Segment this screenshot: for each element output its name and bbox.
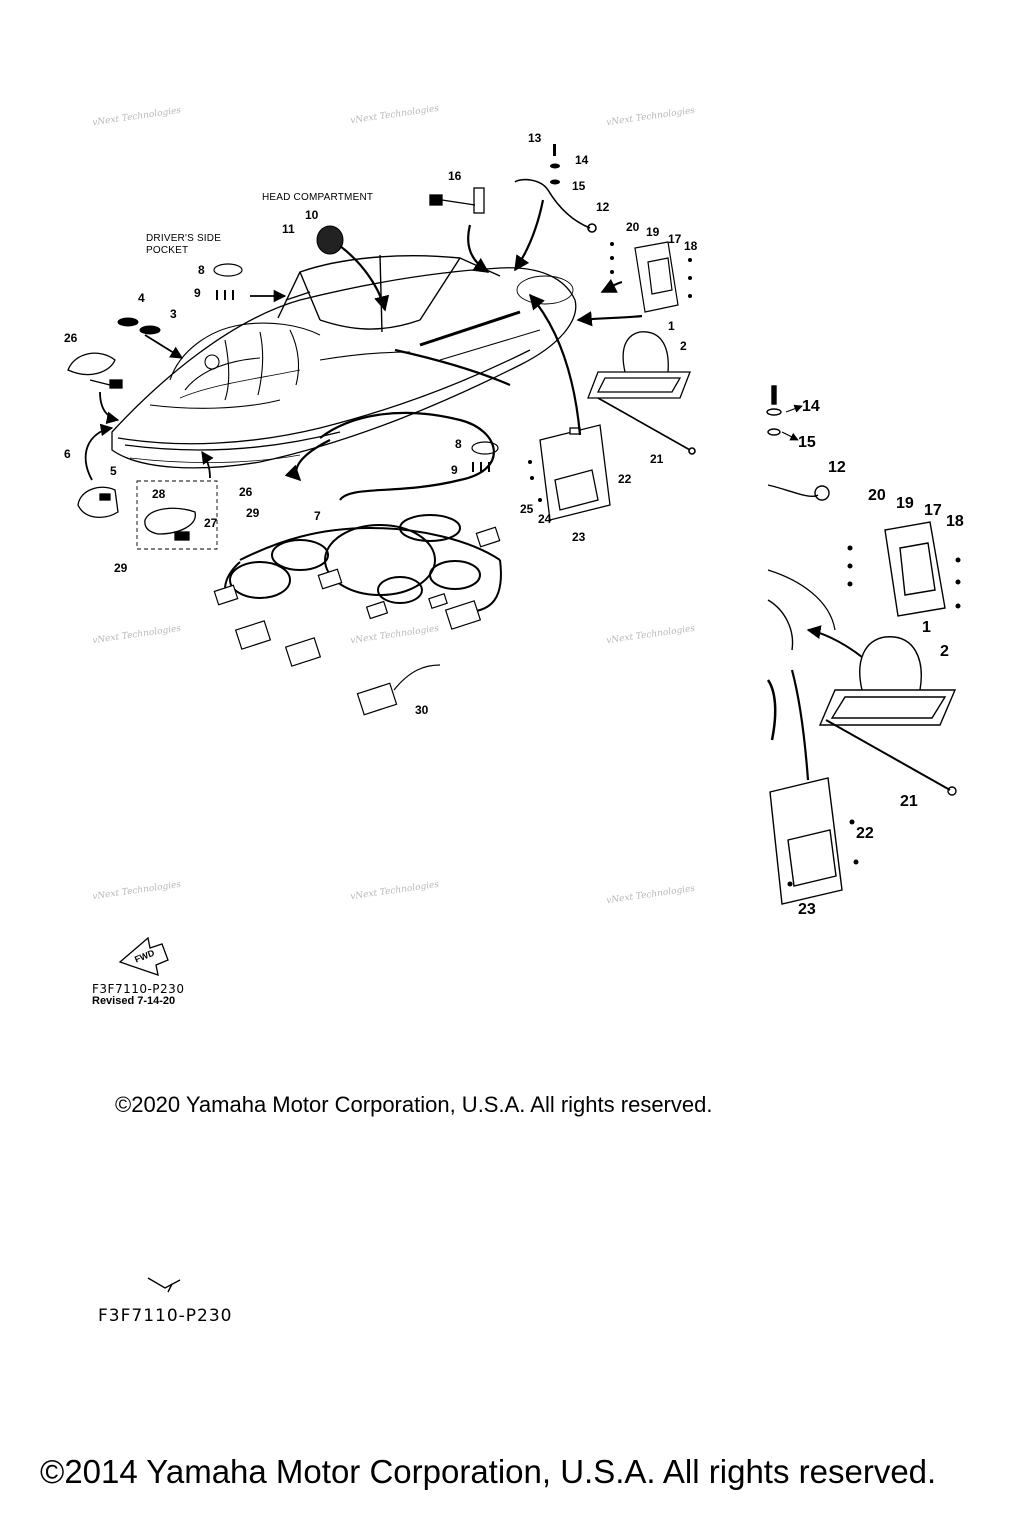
callout: 1 bbox=[922, 619, 931, 636]
callout: 20 bbox=[868, 487, 886, 504]
boat-hull bbox=[111, 267, 577, 469]
callout: 21 bbox=[900, 793, 918, 810]
light-26 bbox=[67, 352, 123, 389]
callout: 22 bbox=[856, 825, 874, 842]
drivers-side-pocket-label-line2: POCKET bbox=[146, 245, 189, 256]
battery-cable-main bbox=[597, 397, 696, 455]
callout: 16 bbox=[448, 169, 462, 183]
callout: 9 bbox=[451, 463, 458, 477]
callout: 14 bbox=[802, 398, 820, 415]
callout: 13 bbox=[528, 131, 542, 145]
fwd-arrow-icon: FWD bbox=[118, 936, 169, 976]
callout: 26 bbox=[239, 485, 253, 499]
callout: 12 bbox=[596, 200, 610, 214]
callout: 28 bbox=[152, 487, 166, 501]
callout: 18 bbox=[946, 513, 964, 530]
callout: 9 bbox=[194, 286, 201, 300]
light-8 bbox=[213, 263, 499, 455]
callout: 2 bbox=[680, 339, 687, 353]
callout: 22 bbox=[618, 472, 632, 486]
callouts-detail: 1 2 12 14 15 17 18 19 20 21 22 23 bbox=[798, 398, 964, 918]
callout: 5 bbox=[110, 464, 117, 478]
callout: 26 bbox=[64, 331, 78, 345]
callout: 17 bbox=[924, 502, 942, 519]
callout: 2 bbox=[940, 643, 949, 660]
callout: 11 bbox=[282, 222, 295, 236]
callout: 7 bbox=[314, 509, 321, 523]
callout: 29 bbox=[114, 561, 128, 575]
windshield bbox=[277, 254, 501, 333]
copyright-2020: ©2020 Yamaha Motor Corporation, U.S.A. A… bbox=[115, 1092, 713, 1117]
drawing-code: F3F7110-P230 bbox=[92, 982, 185, 996]
callout: 21 bbox=[650, 452, 664, 466]
callout: 15 bbox=[572, 179, 586, 193]
callout: 24 bbox=[538, 512, 552, 526]
head-compartment-label: HEAD COMPARTMENT bbox=[262, 192, 374, 203]
copyright-2014: ©2014 Yamaha Motor Corporation, U.S.A. A… bbox=[40, 1453, 937, 1490]
fwd-arrow-remnant-icon bbox=[147, 1277, 181, 1293]
wire-harness bbox=[224, 514, 502, 613]
callout: 8 bbox=[455, 437, 462, 451]
drawing-code-2: F3F7110-P230 bbox=[98, 1306, 233, 1326]
harness-connectors bbox=[213, 526, 501, 667]
boat-cockpit bbox=[149, 322, 411, 409]
callout: 25 bbox=[520, 502, 534, 516]
fasteners bbox=[216, 144, 961, 887]
callout: 27 bbox=[204, 516, 218, 530]
callout: 23 bbox=[572, 530, 586, 544]
vents-3 bbox=[117, 317, 161, 335]
connector-30 bbox=[356, 664, 441, 716]
callout: 17 bbox=[668, 232, 682, 246]
callout: 30 bbox=[415, 703, 429, 717]
detail-view bbox=[766, 385, 957, 905]
battery-tray-main bbox=[587, 331, 691, 399]
speaker-10 bbox=[316, 225, 344, 255]
callout: 29 bbox=[246, 506, 260, 520]
callout: 3 bbox=[170, 307, 177, 321]
bracket-main bbox=[634, 241, 679, 313]
ecu-module-main bbox=[539, 424, 611, 521]
detail-box-26 bbox=[136, 480, 218, 550]
callout: 14 bbox=[575, 153, 589, 167]
callout: 4 bbox=[138, 291, 145, 305]
callout: 18 bbox=[684, 239, 698, 253]
revision-date: Revised 7-14-20 bbox=[92, 995, 176, 1007]
drivers-side-pocket-label-line1: DRIVER'S SIDE bbox=[146, 233, 222, 244]
callout: 6 bbox=[64, 447, 71, 461]
callout: 20 bbox=[626, 220, 640, 234]
light-5 bbox=[77, 486, 119, 518]
callout: 12 bbox=[828, 459, 846, 476]
sensor-16 bbox=[429, 187, 485, 214]
grab-rail-main bbox=[514, 178, 597, 233]
pointer-arrows bbox=[84, 199, 643, 501]
callout: 10 bbox=[305, 208, 319, 222]
callout: 15 bbox=[798, 434, 816, 451]
callouts-main: 1 2 3 4 5 6 7 8 8 9 9 10 11 12 13 14 15 … bbox=[64, 131, 698, 717]
callout: 19 bbox=[646, 225, 660, 239]
callout: 8 bbox=[198, 263, 205, 277]
callout: 19 bbox=[896, 495, 914, 512]
callout: 1 bbox=[668, 319, 675, 333]
light-27 bbox=[144, 507, 196, 541]
callout: 23 bbox=[798, 901, 816, 918]
